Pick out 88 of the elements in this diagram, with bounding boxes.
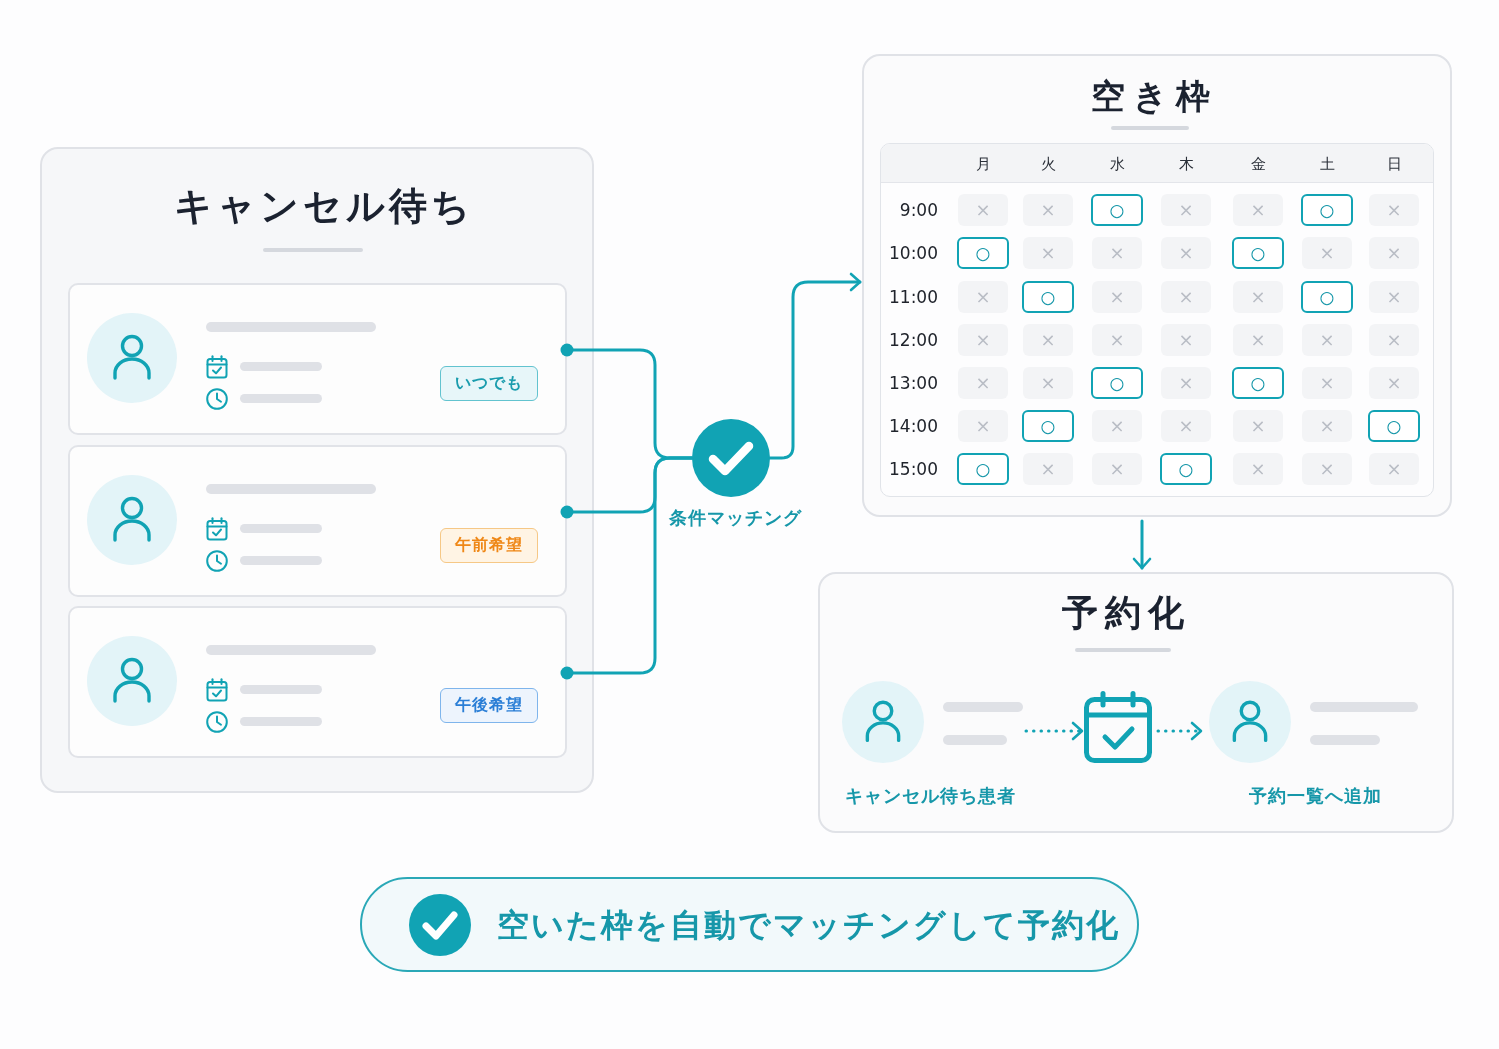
calendar-check-icon — [1084, 691, 1152, 763]
connector-line — [560, 456, 694, 680]
slot-cell: × — [1023, 324, 1073, 356]
slot-cell: × — [1302, 324, 1352, 356]
slot-cell: ○ — [1232, 237, 1284, 269]
node-label: キャンセル待ち患者 — [844, 784, 1016, 808]
slot-cell: ○ — [1091, 194, 1143, 226]
time-label: 15:00 — [888, 458, 938, 481]
slot-cell: × — [1233, 324, 1283, 356]
time-label: 12:00 — [888, 329, 938, 352]
day-label: 金 — [1249, 154, 1267, 175]
slot-cell: × — [1233, 410, 1283, 442]
waitlist-card — [68, 606, 567, 758]
slot-cell: ○ — [1301, 281, 1353, 313]
slot-cell: ○ — [1301, 194, 1353, 226]
slot-cell: × — [1023, 367, 1073, 399]
waitlist-card — [68, 445, 567, 597]
slot-cell: ○ — [1232, 367, 1284, 399]
day-label: 月 — [974, 154, 992, 175]
day-label: 火 — [1039, 154, 1057, 175]
time-label: 9:00 — [898, 199, 938, 222]
slot-cell: ○ — [1368, 410, 1420, 442]
time-label: 11:00 — [888, 286, 938, 309]
schedule-panel — [862, 54, 1452, 517]
slot-cell: × — [958, 281, 1008, 313]
slot-cell: × — [1092, 281, 1142, 313]
slot-cell: × — [1161, 237, 1211, 269]
day-label: 土 — [1318, 154, 1336, 175]
slot-cell: × — [1023, 453, 1073, 485]
patient-entry — [1209, 681, 1419, 763]
slot-cell: ○ — [1160, 453, 1212, 485]
slot-cell: × — [958, 194, 1008, 226]
panel-title: キャンセル待ち — [173, 183, 474, 231]
panel-title: 空き枠 — [1089, 74, 1218, 118]
slot-cell: × — [1092, 453, 1142, 485]
patient-entry — [842, 681, 1024, 763]
banner-text: 空いた枠を自動でマッチングして予約化 — [497, 905, 1120, 946]
slot-cell: × — [1369, 281, 1419, 313]
time-label: 14:00 — [888, 415, 938, 438]
slot-cell: × — [958, 324, 1008, 356]
preference-tag: 午後希望 — [440, 688, 538, 723]
preference-tag: いつでも — [440, 366, 538, 401]
booking-panel — [818, 572, 1454, 833]
slot-cell: ○ — [1022, 281, 1074, 313]
check-circle-icon — [692, 419, 770, 497]
slot-cell: × — [1092, 324, 1142, 356]
slot-cell: × — [1161, 324, 1211, 356]
preference-tag: 午前希望 — [440, 528, 538, 563]
slot-cell: × — [1369, 453, 1419, 485]
slot-cell: × — [1233, 453, 1283, 485]
arrow — [768, 272, 862, 460]
slot-cell: × — [958, 410, 1008, 442]
slot-cell: ○ — [957, 237, 1009, 269]
slot-cell: ○ — [1022, 410, 1074, 442]
day-label: 水 — [1108, 154, 1126, 175]
waitlist-card — [68, 283, 567, 435]
time-label: 10:00 — [888, 242, 938, 265]
slot-cell: × — [1233, 194, 1283, 226]
slot-cell: × — [1369, 237, 1419, 269]
slot-cell: × — [1161, 367, 1211, 399]
slot-cell: × — [1233, 281, 1283, 313]
time-label: 13:00 — [888, 372, 938, 395]
slot-cell: ○ — [957, 453, 1009, 485]
slot-cell: ○ — [1091, 367, 1143, 399]
slot-cell: × — [1023, 237, 1073, 269]
day-label: 日 — [1385, 154, 1403, 175]
slot-cell: × — [1161, 194, 1211, 226]
arrow — [1156, 721, 1203, 741]
slot-cell: × — [1092, 410, 1142, 442]
slot-cell: × — [1369, 324, 1419, 356]
panel-title: 予約化 — [1061, 590, 1191, 635]
slot-cell: × — [1369, 194, 1419, 226]
slot-cell: × — [1302, 237, 1352, 269]
slot-cell: × — [1302, 410, 1352, 442]
slot-cell: × — [1302, 453, 1352, 485]
slot-cell: × — [1023, 194, 1073, 226]
slot-cell: × — [1092, 237, 1142, 269]
waitlist-panel — [40, 147, 594, 793]
slot-cell: × — [958, 367, 1008, 399]
node-label: 条件マッチング — [668, 506, 802, 530]
node-label: 予約一覧へ追加 — [1248, 784, 1382, 808]
slot-cell: × — [1161, 410, 1211, 442]
arrow — [1132, 519, 1152, 570]
slot-cell: × — [1302, 367, 1352, 399]
slot-cell: × — [1369, 367, 1419, 399]
slot-cell: × — [1161, 281, 1211, 313]
day-label: 木 — [1177, 154, 1195, 175]
arrow — [1024, 721, 1084, 741]
